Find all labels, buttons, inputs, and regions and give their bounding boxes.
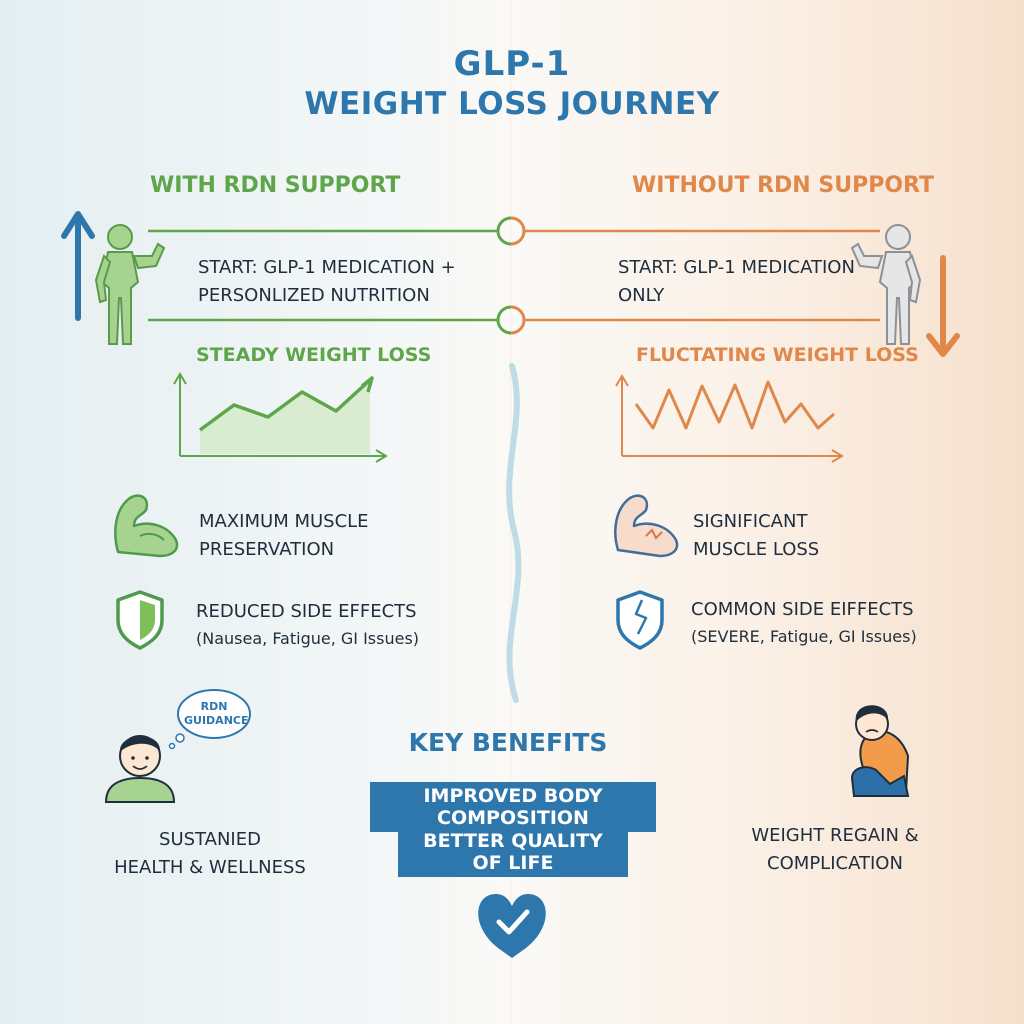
speech-bubble	[168, 689, 251, 750]
benefit-pill-1: IMPROVED BODY COMPOSITION	[370, 782, 656, 832]
title-line-2: WEIGHT LOSS JOURNEY	[304, 86, 720, 122]
left-start-text: START: GLP-1 MEDICATION + PERSONLIZED NU…	[198, 254, 456, 310]
sad-sitting-person-icon	[850, 705, 910, 797]
right-side-effects-text: COMMON SIDE EIFFECTS (SEVERE, Fatigue, G…	[691, 596, 917, 650]
right-start-line-2: ONLY	[618, 285, 665, 306]
shield-icon	[116, 590, 164, 650]
smiling-person-icon	[104, 735, 176, 803]
right-chart-label: FLUCTATING WEIGHT LOSS	[636, 344, 919, 366]
right-muscle-line-1: SIGNIFICANT	[693, 511, 808, 532]
heart-check-icon	[478, 894, 546, 958]
left-muscle-line-2: PRESERVATION	[199, 539, 335, 560]
timeline-node-top	[496, 216, 526, 246]
flexed-arm-icon	[114, 494, 179, 558]
left-outcome-text: SUSTANIED HEALTH & WELLNESS	[110, 826, 310, 882]
right-muscle-text: SIGNIFICANT MUSCLE LOSS	[693, 508, 819, 564]
bubble-line-2: GUIDANCE	[184, 714, 249, 727]
left-outcome-line-2: HEALTH & WELLNESS	[114, 857, 306, 878]
left-side-line-1: REDUCED SIDE EFFECTS	[196, 601, 417, 622]
steady-weight-loss-chart	[173, 372, 388, 463]
timeline-lines	[148, 229, 880, 322]
left-chart-label: STEADY WEIGHT LOSS	[196, 344, 432, 366]
left-outcome-line-1: SUSTANIED	[159, 829, 261, 850]
title-line-1: GLP-1	[453, 44, 571, 84]
muscular-person-icon-right	[850, 224, 922, 345]
right-start-line-1: START: GLP-1 MEDICATION	[618, 257, 855, 278]
bubble-text: RDN GUIDANCE	[184, 700, 249, 728]
right-side-line-1: COMMON SIDE EIFFECTS	[691, 599, 914, 620]
left-side-effects-text: REDUCED SIDE EFFECTS (Nausea, Fatigue, G…	[196, 598, 419, 652]
key-benefits-title: KEY BENEFITS	[408, 728, 608, 757]
right-outcome-line-2: COMPLICATION	[767, 853, 903, 874]
left-muscle-line-1: MAXIMUM MUSCLE	[199, 511, 369, 532]
broken-shield-icon	[616, 590, 664, 650]
center-wave	[506, 363, 522, 703]
timeline-node-bottom	[496, 305, 526, 335]
right-outcome-text: WEIGHT REGAIN & COMPLICATION	[740, 822, 930, 878]
muscular-person-icon-left	[94, 224, 166, 345]
left-start-line-2: PERSONLIZED NUTRITION	[198, 285, 430, 306]
injured-arm-icon	[614, 494, 679, 558]
arrow-up-icon	[61, 211, 95, 321]
left-muscle-text: MAXIMUM MUSCLE PRESERVATION	[199, 508, 369, 564]
left-side-line-2: (Nausea, Fatigue, GI Issues)	[196, 629, 420, 648]
right-side-line-2: (SEVERE, Fatigue, GI Issues)	[691, 627, 917, 646]
left-start-line-1: START: GLP-1 MEDICATION +	[198, 257, 456, 278]
right-header: WITHOUT RDN SUPPORT	[632, 173, 934, 198]
right-start-text: START: GLP-1 MEDICATION ONLY	[618, 254, 855, 310]
right-outcome-line-1: WEIGHT REGAIN &	[751, 825, 919, 846]
left-header: WITH RDN SUPPORT	[150, 173, 401, 198]
benefit-pill-2: BETTER QUALITY OF LIFE	[398, 827, 628, 877]
bubble-line-1: RDN	[200, 700, 228, 713]
right-muscle-line-2: MUSCLE LOSS	[693, 539, 820, 560]
arrow-down-icon	[926, 255, 960, 357]
fluctuating-weight-loss-chart	[615, 374, 844, 463]
